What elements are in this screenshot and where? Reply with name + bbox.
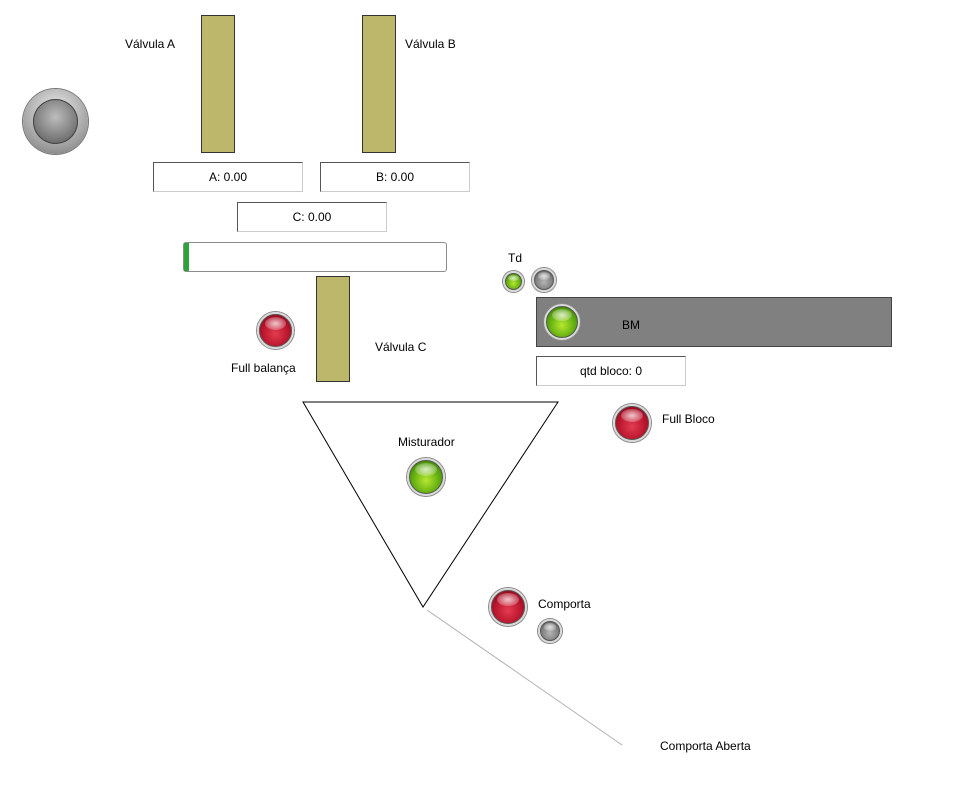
bm-bar: BM xyxy=(536,297,892,347)
scale-progress-fill xyxy=(184,243,190,271)
readout-c: C: 0.00 xyxy=(237,202,387,232)
full-bloco-indicator xyxy=(613,404,651,442)
full-balanca-label: Full balança xyxy=(231,361,296,375)
full-bloco-label: Full Bloco xyxy=(662,412,715,426)
bm-indicator xyxy=(544,304,580,340)
misturador-label: Misturador xyxy=(398,435,455,449)
valve-c[interactable] xyxy=(316,276,350,382)
scale-progress-bar xyxy=(183,242,447,272)
bm-label: BM xyxy=(622,318,640,332)
qtd-bloco-readout: qtd bloco: 0 xyxy=(536,356,686,386)
valve-c-label: Válvula C xyxy=(375,340,427,354)
full-balanca-indicator xyxy=(257,312,294,349)
td-gray-indicator xyxy=(532,268,556,292)
mixer-funnel-shape xyxy=(302,401,559,608)
td-green-indicator xyxy=(503,271,524,292)
valve-b-label: Válvula B xyxy=(405,37,456,51)
comporta-indicator xyxy=(489,588,527,626)
discharge-line xyxy=(426,609,623,746)
readout-a: A: 0.00 xyxy=(153,162,303,192)
td-label: Td xyxy=(508,251,523,265)
valve-a[interactable] xyxy=(201,15,235,153)
misturador-indicator xyxy=(407,458,445,496)
valve-b[interactable] xyxy=(362,15,396,153)
comporta-gray-indicator xyxy=(538,619,562,643)
power-button-cap xyxy=(33,99,78,144)
comporta-aberta-label: Comporta Aberta xyxy=(660,739,751,753)
readout-b: B: 0.00 xyxy=(320,162,470,192)
power-button[interactable] xyxy=(23,89,88,154)
valve-a-label: Válvula A xyxy=(125,37,176,51)
comporta-label: Comporta xyxy=(538,597,591,611)
